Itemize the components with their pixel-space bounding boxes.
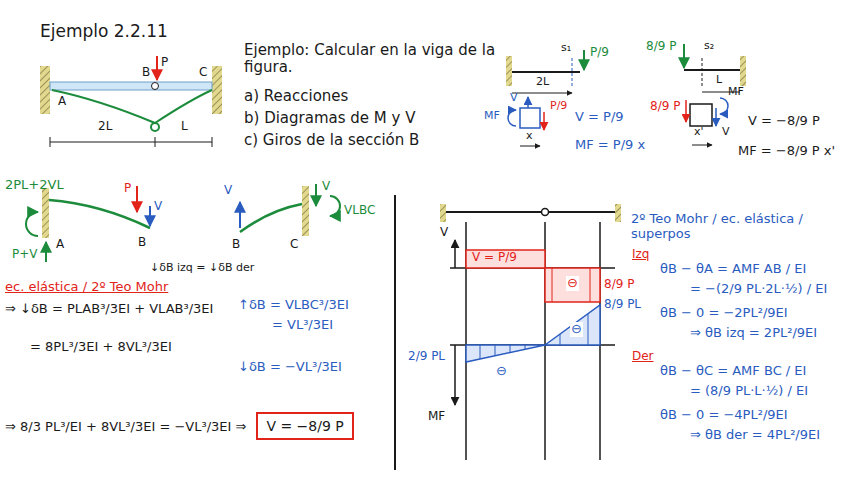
handwritten-label: c) Giros de la sección B <box>244 132 419 149</box>
handwritten-label: P <box>124 182 131 196</box>
handwritten-label: ↓δB izq = ↓δB der <box>150 262 254 275</box>
result-text: V = −8/9 P <box>266 418 343 434</box>
beam-figure <box>40 56 222 147</box>
handwritten-label: MF <box>728 86 744 99</box>
handwritten-label: V = P/9 <box>472 251 517 265</box>
handwritten-label: L <box>716 74 722 87</box>
handwritten-label: ⇒ θB der = 4PL²/9EI <box>690 428 820 443</box>
result-box: V = −8/9 P <box>256 412 353 440</box>
handwritten-label: Izq <box>632 248 649 262</box>
handwritten-label: V <box>722 126 730 139</box>
handwritten-label: = −(2/9 PL·2L·½) / EI <box>690 282 827 297</box>
handwritten-label: C <box>290 238 298 252</box>
handwritten-label: V <box>510 92 518 105</box>
handwritten-label: V <box>440 226 448 240</box>
handwritten-label: ↑δB = VLBC³/3EI <box>238 298 349 313</box>
handwritten-label: = (8/9 PL·L·½) / EI <box>690 384 808 399</box>
handwritten-label: B <box>142 66 150 80</box>
handwritten-label: ⇒ θB izq = 2PL²/9EI <box>690 326 817 341</box>
handwritten-label: ⇒ 8/3 PL³/EI + 8VL³/3EI = −VL³/3EI ⇒ <box>5 420 246 435</box>
handwritten-label: = VL³/3EI <box>272 318 333 333</box>
handwritten-label: θB − θA = AMF AB / EI <box>660 262 806 277</box>
handwritten-label: V = −8/9 P <box>748 114 820 129</box>
handwritten-label: 8/9 PL <box>604 298 641 312</box>
handwritten-label: MF <box>484 110 500 123</box>
handwritten-label: V <box>322 180 330 194</box>
handwritten-label: Der <box>632 350 654 364</box>
handwritten-label: s₁ <box>561 42 571 55</box>
slide-title: Ejemplo 2.2.11 <box>40 22 168 42</box>
cantilever-sketch <box>506 50 584 146</box>
handwritten-label: VLBC <box>344 204 375 218</box>
handwritten-label: x' <box>694 126 704 139</box>
cantilever-sketch <box>684 44 746 145</box>
handwritten-label: s₂ <box>704 40 714 53</box>
deflection-sketch <box>5 184 340 296</box>
handwritten-label: Ejemplo: Calcular en la viga de la figur… <box>244 42 502 77</box>
divider <box>394 195 396 470</box>
handwritten-label: θB − 0 = −4PL²/9EI <box>660 408 788 423</box>
handwritten-label: B <box>138 236 146 250</box>
handwritten-label: 8/9 P <box>604 278 634 292</box>
handwritten-label: a) Reacciones <box>244 88 348 105</box>
handwritten-label: ⊖ <box>496 364 507 379</box>
handwritten-label: 2PL+2VL <box>5 178 64 193</box>
handwritten-label: ⊖ <box>566 276 579 291</box>
handwritten-label: P+V <box>12 248 38 262</box>
handwritten-label: 2L <box>536 76 549 89</box>
handwritten-label: ↓δB = −VL³/3EI <box>238 360 342 375</box>
handwritten-label: MF = −8/9 P x' <box>738 144 835 159</box>
handwritten-label: ⊖ <box>570 322 583 337</box>
handwritten-label: V <box>154 200 162 214</box>
handwritten-label: V = P/9 <box>575 110 624 125</box>
handwritten-label: P/9 <box>550 100 567 113</box>
handwritten-label: P <box>161 56 168 70</box>
handwritten-label: θB − 0 = −2PL²/9EI <box>660 306 788 321</box>
handwritten-label: 8/9 P <box>650 100 680 114</box>
handwritten-label: 2L <box>98 120 112 134</box>
handwritten-label: 2/9 PL <box>408 350 445 364</box>
handwritten-label: ec. elástica / 2º Teo Mohr <box>5 280 168 295</box>
handwritten-label: ⇒ ↓δB = PLAB³/3EI + VLAB³/3EI <box>5 302 213 317</box>
handwritten-label: = 8PL³/3EI + 8VL³/3EI <box>30 340 172 355</box>
handwritten-label: MF <box>428 410 445 424</box>
handwritten-label: A <box>56 238 64 252</box>
handwritten-label: L <box>181 120 188 134</box>
handwritten-label: 2º Teo Mohr / ec. elástica / superpos <box>631 212 843 242</box>
handwritten-label: C <box>199 66 207 80</box>
handwritten-label: x <box>526 130 533 143</box>
handwritten-label: θB − θC = AMF BC / EI <box>660 364 806 379</box>
shear-moment-diagrams <box>440 204 621 460</box>
handwritten-label: b) Diagramas de M y V <box>244 110 415 127</box>
handwritten-label: P/9 <box>590 46 609 60</box>
handwritten-label: 8/9 P <box>646 40 676 54</box>
handwritten-label: V <box>224 184 232 198</box>
handwritten-label: MF = P/9 x <box>575 138 645 153</box>
handwritten-label: A <box>58 95 66 109</box>
handwritten-label: B <box>232 238 240 252</box>
